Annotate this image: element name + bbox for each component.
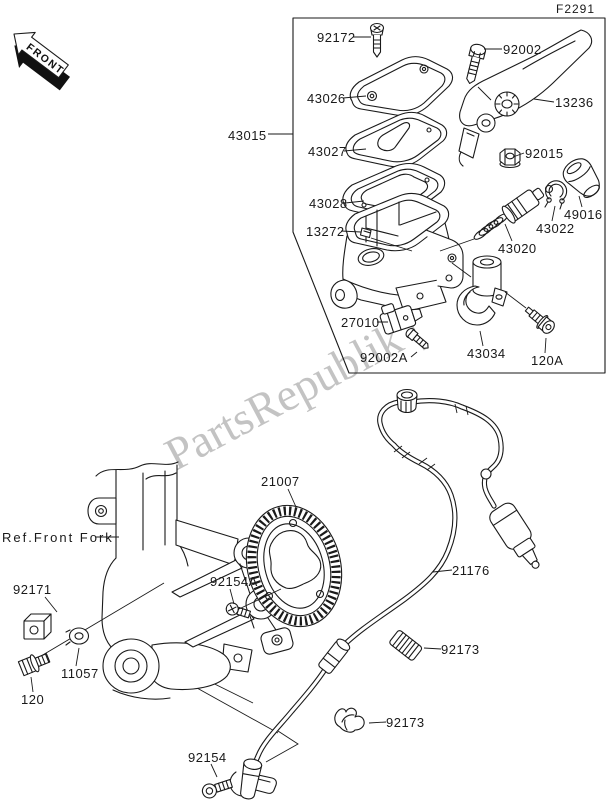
speed-sensor-connector xyxy=(489,502,540,569)
reservoir-cap-43026 xyxy=(349,56,454,117)
leader-lines xyxy=(30,36,583,778)
abs-sensor-rotor-21007 xyxy=(245,504,343,628)
part-label-92002A: 92002A xyxy=(360,350,408,365)
dust-boot-49016 xyxy=(562,158,600,199)
part-label-43026: 43026 xyxy=(307,91,346,106)
figure-code: F2291 xyxy=(556,2,596,16)
diaphragm-plate-43027 xyxy=(345,111,448,168)
cable-ferrule xyxy=(318,638,351,674)
nut-92171 xyxy=(23,613,52,640)
part-label-120: 120 xyxy=(21,692,45,707)
piston-assembly-43020 xyxy=(473,184,554,240)
washer-11057 xyxy=(65,627,90,646)
master-cylinder-body-43015 xyxy=(330,192,464,313)
part-label-92002: 92002 xyxy=(503,42,542,57)
part-label-21007: 21007 xyxy=(261,474,300,489)
part-label-43015: 43015 xyxy=(228,128,267,143)
brake-lever-13236 xyxy=(458,29,593,167)
bolt-120 xyxy=(17,653,51,677)
bolt-92002 xyxy=(466,43,487,85)
part-label-43020: 43020 xyxy=(498,241,537,256)
part-label-11057: 11057 xyxy=(61,666,99,681)
part-label-92172: 92172 xyxy=(317,30,356,45)
brake-switch-27010 xyxy=(379,303,423,335)
part-label-49016: 49016 xyxy=(564,207,603,222)
bolt-120A xyxy=(524,306,555,334)
part-label-92173-grommet: 92173 xyxy=(441,642,480,657)
nut-92015 xyxy=(499,148,521,169)
front-fork-leg xyxy=(87,461,294,700)
bolt-92154 xyxy=(201,779,233,799)
grommet-92173 xyxy=(389,630,423,661)
screw-92002A xyxy=(405,328,429,349)
clip-92173 xyxy=(334,707,365,733)
circlip-43022 xyxy=(544,180,568,210)
part-label-92154: 92154 xyxy=(188,750,227,765)
part-label-43028: 43028 xyxy=(309,196,348,211)
reference-note: Ref.Front Fork xyxy=(2,530,114,545)
screw-13272 xyxy=(359,227,372,239)
clamp-holder-43034 xyxy=(456,255,508,326)
part-label-43034: 43034 xyxy=(467,346,506,361)
part-label-27010: 27010 xyxy=(341,315,380,330)
part-label-13272: 13272 xyxy=(306,224,345,239)
front-arrow-badge: FRONT xyxy=(13,31,71,91)
part-label-13236: 13236 xyxy=(555,95,594,110)
part-label-92015: 92015 xyxy=(525,146,564,161)
part-label-92173-clip: 92173 xyxy=(386,715,425,730)
hose-end-fitting xyxy=(396,388,418,414)
part-label-120A: 120A xyxy=(531,353,564,368)
screw-92172 xyxy=(369,22,385,58)
assembly-box-border xyxy=(292,17,606,374)
part-label-92171: 92171 xyxy=(13,582,52,597)
abs-sensor-and-clamp xyxy=(229,758,277,800)
part-label-92154A: 92154A xyxy=(210,574,258,589)
bolt-92154A xyxy=(225,602,252,619)
part-label-43022: 43022 xyxy=(536,221,575,236)
part-label-43027: 43027 xyxy=(308,144,347,159)
part-label-21176: 21176 xyxy=(452,563,490,578)
